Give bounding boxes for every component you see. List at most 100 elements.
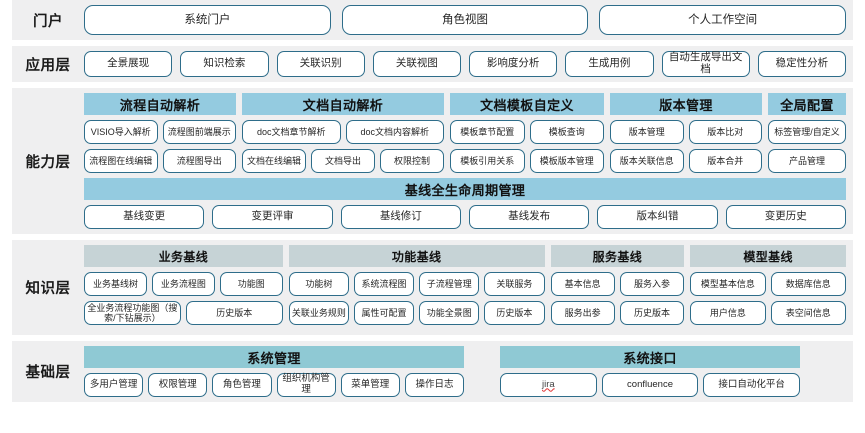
base-item[interactable]: confluence <box>601 373 699 397</box>
group-row: 功能树系统流程图子流程管理关联服务 <box>288 272 545 296</box>
group-header: 全局配置 <box>768 93 846 115</box>
group-row: 标签管理/自定义 <box>768 120 846 144</box>
portal-item-1[interactable]: 角色视图 <box>341 5 589 35</box>
app-item-4[interactable]: 影响度分析 <box>469 51 558 77</box>
group-capability-3: 版本管理版本管理版本比对版本关联信息版本合并 <box>610 93 762 173</box>
base-item[interactable]: 接口自动化平台 <box>703 373 801 397</box>
capability-item[interactable]: 版本管理 <box>610 120 684 144</box>
capability-item[interactable]: 历史版本 <box>185 301 283 325</box>
capability-item[interactable]: 数据库信息 <box>770 272 846 296</box>
capability-item[interactable]: 标签管理/自定义 <box>768 120 846 144</box>
base-item[interactable]: 权限管理 <box>148 373 208 397</box>
capability-item[interactable]: 文档在线编辑 <box>242 149 306 173</box>
base-group-0: 系统管理多用户管理权限管理角色管理组织机构管理菜单管理操作日志 <box>84 346 465 397</box>
capability-item[interactable]: 版本合并 <box>688 149 762 173</box>
base-item[interactable]: 操作日志 <box>404 373 465 397</box>
group-rows: 模板章节配置模板查询模板引用关系模板版本管理 <box>450 120 604 173</box>
knowledge-groups: 业务基线业务基线树业务流程图功能图全业务流程功能图（搜索/下钻展示）历史版本功能… <box>84 245 846 325</box>
capability-item[interactable]: 关联服务 <box>484 272 545 296</box>
capability-item[interactable]: 业务基线树 <box>84 272 147 296</box>
base-item[interactable]: 菜单管理 <box>340 373 400 397</box>
base-group-row: 多用户管理权限管理角色管理组织机构管理菜单管理操作日志 <box>84 373 465 397</box>
lifecycle-header: 基线全生命周期管理 <box>84 178 846 200</box>
capability-item[interactable]: 模板引用关系 <box>450 149 525 173</box>
group-header: 版本管理 <box>610 93 762 115</box>
capability-item[interactable]: 属性可配置 <box>353 301 415 325</box>
capability-item[interactable]: 功能树 <box>288 272 349 296</box>
capability-item[interactable]: 模板版本管理 <box>529 149 604 173</box>
app-item-6[interactable]: 自动生成导出文档 <box>661 51 750 77</box>
group-knowledge-1: 功能基线功能树系统流程图子流程管理关联服务关联业务规则属性可配置功能全景图历史版… <box>288 245 545 325</box>
row-gap <box>0 82 865 88</box>
lifecycle-item[interactable]: 变更评审 <box>212 205 333 229</box>
group-row: 版本关联信息版本合并 <box>610 149 762 173</box>
capability-item[interactable]: 权限控制 <box>380 149 444 173</box>
layer-label-portal: 门户 <box>33 13 63 30</box>
capability-item[interactable]: 流程图前端展示 <box>162 120 236 144</box>
group-rows: 基本信息服务入参服务出参历史版本 <box>550 272 685 325</box>
capability-item[interactable]: 流程图在线编辑 <box>84 149 158 173</box>
portal-item-0[interactable]: 系统门户 <box>84 5 331 35</box>
app-item-1[interactable]: 知识检索 <box>180 51 269 77</box>
capability-item[interactable]: 子流程管理 <box>419 272 480 296</box>
group-row: VISIO导入解析流程图前端展示 <box>84 120 236 144</box>
group-rows: 模型基本信息数据库信息用户信息表空间信息 <box>690 272 846 325</box>
app-item-2[interactable]: 关联识别 <box>276 51 365 77</box>
capability-item[interactable]: 用户信息 <box>690 301 766 325</box>
capability-item[interactable]: 全业务流程功能图（搜索/下钻展示） <box>84 301 181 325</box>
capability-item[interactable]: 版本关联信息 <box>610 149 684 173</box>
base-group-header: 系统接口 <box>500 346 800 368</box>
portal-item-2[interactable]: 个人工作空间 <box>599 5 847 35</box>
capability-item[interactable]: doc文档内容解析 <box>345 120 444 144</box>
group-knowledge-2: 服务基线基本信息服务入参服务出参历史版本 <box>550 245 685 325</box>
capability-item[interactable]: 业务流程图 <box>151 272 215 296</box>
base-item[interactable]: 组织机构管理 <box>276 373 336 397</box>
capability-item[interactable]: doc文档章节解析 <box>242 120 341 144</box>
capability-item[interactable]: 功能全景图 <box>419 301 480 325</box>
capability-item[interactable]: 表空间信息 <box>770 301 846 325</box>
capability-item[interactable]: 模板查询 <box>529 120 604 144</box>
base-item[interactable]: 角色管理 <box>212 373 272 397</box>
group-row: 文档在线编辑文档导出权限控制 <box>242 149 444 173</box>
capability-item[interactable]: 模型基本信息 <box>690 272 766 296</box>
capability-item[interactable]: 系统流程图 <box>353 272 415 296</box>
capability-item[interactable]: 模板章节配置 <box>450 120 525 144</box>
lifecycle-item[interactable]: 基线修订 <box>340 205 461 229</box>
lifecycle-item[interactable]: 基线发布 <box>468 205 590 229</box>
capability-item[interactable]: 产品管理 <box>768 149 846 173</box>
lifecycle-item[interactable]: 基线变更 <box>84 205 205 229</box>
group-header: 模型基线 <box>690 245 846 267</box>
layer-label-app: 应用层 <box>25 57 71 74</box>
base-item[interactable]: jira <box>500 373 597 397</box>
base-item[interactable]: 多用户管理 <box>84 373 144 397</box>
capability-item[interactable]: 历史版本 <box>484 301 545 325</box>
capability-item[interactable]: 功能图 <box>219 272 283 296</box>
group-header: 功能基线 <box>288 245 545 267</box>
capability-item[interactable]: 版本比对 <box>688 120 762 144</box>
app-item-3[interactable]: 关联视图 <box>372 51 461 77</box>
group-capability-4: 全局配置标签管理/自定义产品管理 <box>768 93 846 173</box>
layer-body-knowledge: 业务基线业务基线树业务流程图功能图全业务流程功能图（搜索/下钻展示）历史版本功能… <box>84 240 853 335</box>
lifecycle-item[interactable]: 版本纠错 <box>597 205 718 229</box>
capability-item[interactable]: 流程图导出 <box>162 149 236 173</box>
capability-item[interactable]: 服务出参 <box>550 301 615 325</box>
lifecycle-item[interactable]: 变更历史 <box>725 205 846 229</box>
capability-item[interactable]: 服务入参 <box>619 272 685 296</box>
capability-item[interactable]: 关联业务规则 <box>288 301 349 325</box>
group-header: 文档模板自定义 <box>450 93 604 115</box>
capability-item[interactable]: 基本信息 <box>550 272 615 296</box>
app-item-5[interactable]: 生成用例 <box>565 51 654 77</box>
app-item-0[interactable]: 全景展现 <box>84 51 173 77</box>
capability-item[interactable]: 历史版本 <box>619 301 685 325</box>
app-item-7[interactable]: 稳定性分析 <box>757 51 846 77</box>
capability-item[interactable]: 文档导出 <box>311 149 375 173</box>
capability-item[interactable]: VISIO导入解析 <box>84 120 158 144</box>
